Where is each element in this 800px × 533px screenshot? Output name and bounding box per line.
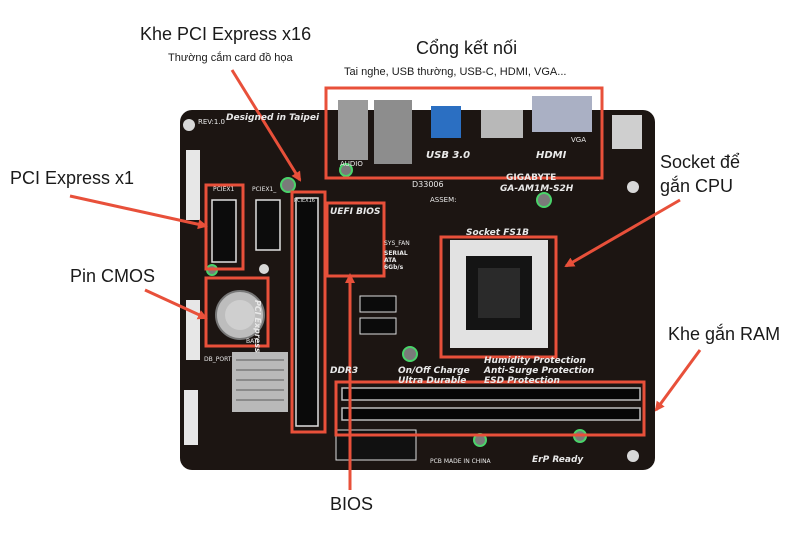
cmos-arrow — [144, 288, 208, 320]
board-audio-text: AUDIO — [340, 160, 363, 168]
pciex16-arrow — [230, 69, 302, 182]
board-pciex1b-text: PCIEX1_ — [252, 186, 277, 193]
board-antisurge-text: Anti-Surge Protection — [484, 366, 595, 376]
pcie-x1-label: PCI Express x1 — [10, 168, 135, 188]
socket-label-line2: gắn CPU — [660, 176, 734, 196]
board-bat-text: BAT — [246, 338, 258, 345]
ram-slot — [341, 407, 641, 421]
capacitor — [402, 346, 418, 362]
audio-port — [338, 100, 368, 160]
board-usb30-text: USB 3.0 — [426, 150, 471, 161]
socket-arrow — [564, 198, 681, 268]
board-serialata-text: SERIAL ATA 6Gb/s — [384, 250, 408, 271]
board-model-text: GA-AM1M-S2H — [500, 184, 574, 194]
sata-port — [359, 295, 397, 313]
mount-hole — [627, 450, 639, 462]
sata-port — [359, 317, 397, 335]
pcie-x16-sublabel: Thường cắm card đồ họa — [168, 52, 293, 64]
front-header — [184, 390, 198, 445]
cmos-battery-core — [225, 300, 255, 330]
bios-highlight-box — [325, 201, 386, 278]
board-humidity-text: Humidity Protection — [484, 356, 586, 366]
board-vga-text: VGA — [571, 136, 587, 144]
pciex1-slot — [211, 199, 237, 263]
board-assem-text: ASSEM: — [430, 196, 457, 204]
socket-label-line1: Socket để — [660, 152, 741, 172]
ram-label: Khe gắn RAM — [668, 324, 781, 344]
board-erp-text: ErP Ready — [532, 455, 584, 465]
front-header — [186, 150, 200, 220]
ram-slot — [341, 387, 641, 401]
mount-hole — [259, 264, 269, 274]
pciex1-slot — [255, 199, 281, 251]
board-rev-text: REV:1.0 — [198, 118, 225, 126]
usb3-port — [431, 106, 461, 138]
pciex1-arrow — [69, 194, 208, 230]
bios-label: BIOS — [330, 494, 374, 514]
board-pcbmade-text: PCB MADE IN CHINA — [430, 458, 491, 465]
mount-hole — [627, 181, 639, 193]
vga-port — [532, 96, 592, 132]
board-ultra-text: Ultra Durable — [398, 376, 467, 386]
capacitor — [339, 163, 353, 177]
board-designed-text: Designed in Taipei — [226, 113, 320, 123]
mount-hole — [183, 119, 195, 131]
socket-highlight-box — [439, 235, 558, 359]
ports-sublabel: Tai nghe, USB thường, USB-C, HDMI, VGA..… — [344, 66, 567, 78]
capacitor — [536, 192, 552, 208]
board-hdmi-text: HDMI — [536, 150, 567, 161]
capacitor — [280, 177, 296, 193]
board-ddr3-text: DDR3 — [330, 366, 359, 376]
cpu-socket-pad — [478, 268, 520, 318]
lan-port — [374, 100, 412, 164]
board-pciex1-text: PCIEX1 — [213, 186, 235, 193]
ram-highlight-box — [334, 380, 646, 437]
ports-label: Cổng kết nối — [416, 38, 518, 58]
ports-highlight-box — [324, 86, 604, 180]
board-pciex16-text: PCIEX16 — [294, 198, 315, 204]
pcie-x16-label: Khe PCI Express x16 — [140, 24, 312, 44]
hdmi-port — [481, 110, 523, 138]
cmos-label: Pin CMOS — [70, 266, 156, 286]
pciex16-highlight-box — [290, 190, 327, 434]
ps2-port — [612, 115, 642, 149]
board-uefi-text: UEFI BIOS — [330, 207, 381, 217]
board-sysfan-text: SYS_FAN — [384, 240, 410, 247]
chipset-heatsink — [232, 352, 288, 412]
board-gigabyte-text: GIGABYTE — [506, 173, 557, 183]
pciex16-slot — [295, 197, 319, 427]
ram-arrow — [654, 349, 702, 412]
board-esd-text: ESD Protection — [484, 376, 560, 386]
board-onoff-text: On/Off Charge — [398, 366, 470, 376]
board-socket-text: Socket FS1B — [466, 228, 529, 238]
board-dbport-text: DB_PORT — [204, 356, 232, 363]
board-dcode-text: D33006 — [412, 180, 444, 189]
